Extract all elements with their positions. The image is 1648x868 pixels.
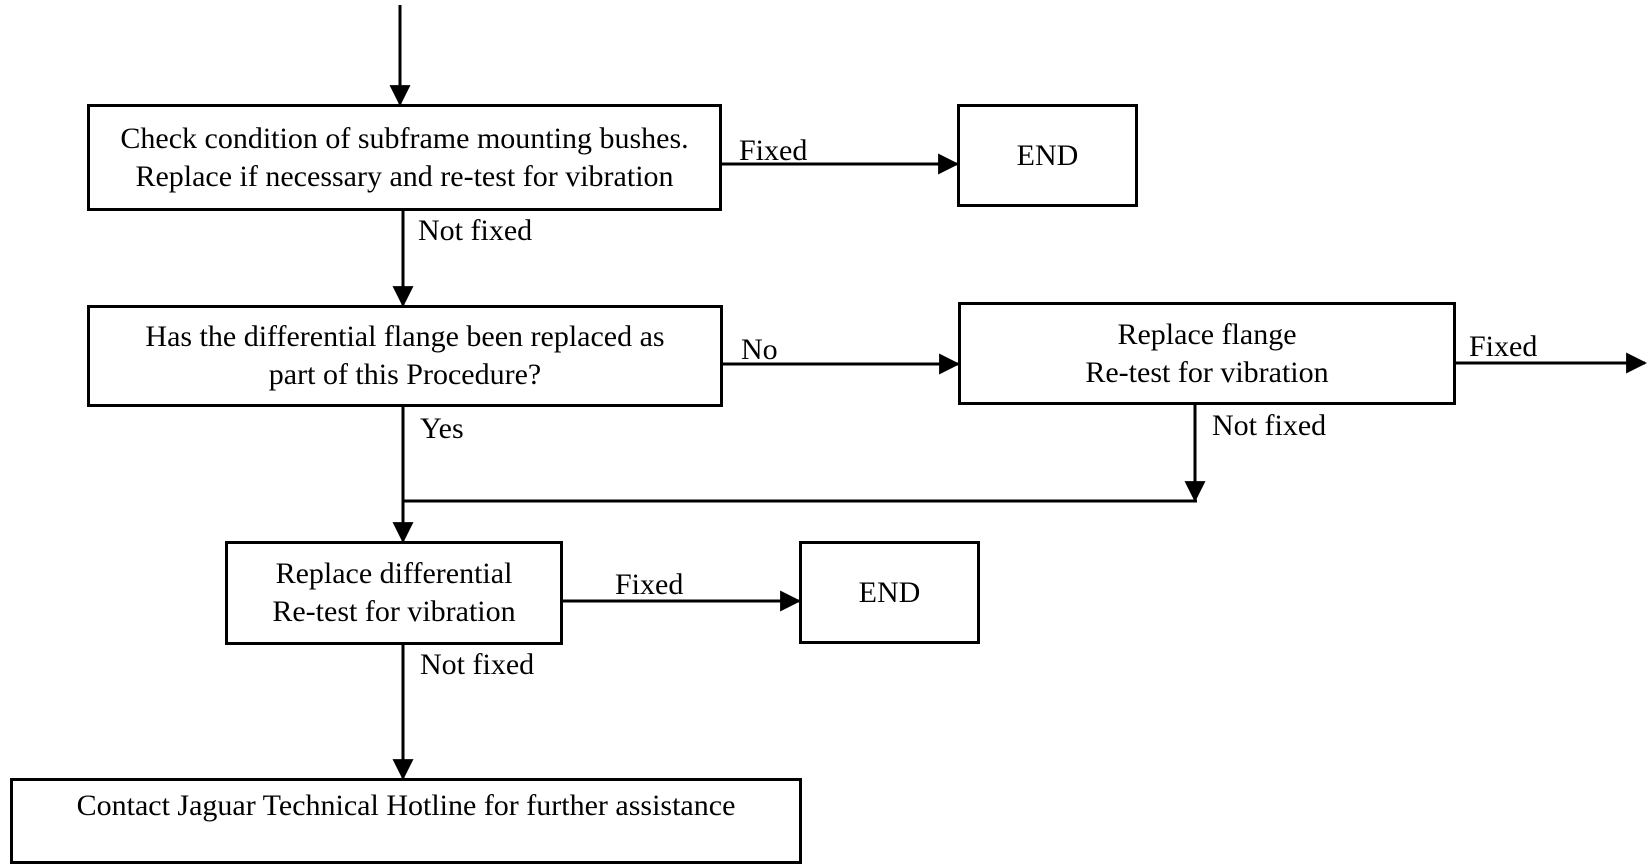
replace-differential-box: Replace differential Re-test for vibrati… — [225, 541, 563, 645]
check-bushes-line-2: Replace if necessary and re-test for vib… — [135, 159, 674, 193]
flange-question-line-1: Has the differential flange been replace… — [145, 320, 665, 353]
check-bushes-line-1: Check condition of subframe mounting bus… — [120, 121, 689, 155]
flange-fixed-label: Fixed — [1469, 330, 1538, 363]
replace-flange-box: Replace flange Re-test for vibration — [958, 302, 1456, 405]
end-top-label: END — [1016, 138, 1079, 172]
differential-fixed-label: Fixed — [615, 568, 684, 601]
end-box-top: END — [957, 104, 1138, 207]
flange-question-line-2: part of this Procedure? — [268, 358, 542, 391]
end-box-bottom: END — [799, 541, 980, 644]
replace-differential-line-1: Replace differential — [275, 557, 513, 590]
check-bushes-box: Check condition of subframe mounting bus… — [87, 104, 722, 211]
end-bottom-label: END — [858, 575, 921, 609]
replace-flange-line-2: Re-test for vibration — [1085, 355, 1329, 389]
flange-question-box: Has the differential flange been replace… — [87, 305, 723, 407]
question-yes-label: Yes — [420, 412, 464, 445]
check-fixed-label: Fixed — [739, 134, 808, 167]
differential-not-fixed-label: Not fixed — [420, 648, 535, 681]
question-no-label: No — [741, 333, 778, 366]
replace-differential-line-2: Re-test for vibration — [272, 595, 516, 628]
flange-not-fixed-label: Not fixed — [1212, 409, 1327, 442]
check-not-fixed-label: Not fixed — [418, 214, 533, 247]
replace-flange-line-1: Replace flange — [1117, 317, 1297, 351]
contact-hotline-label: Contact Jaguar Technical Hotline for fur… — [76, 789, 736, 822]
contact-hotline-box: Contact Jaguar Technical Hotline for fur… — [10, 778, 802, 864]
